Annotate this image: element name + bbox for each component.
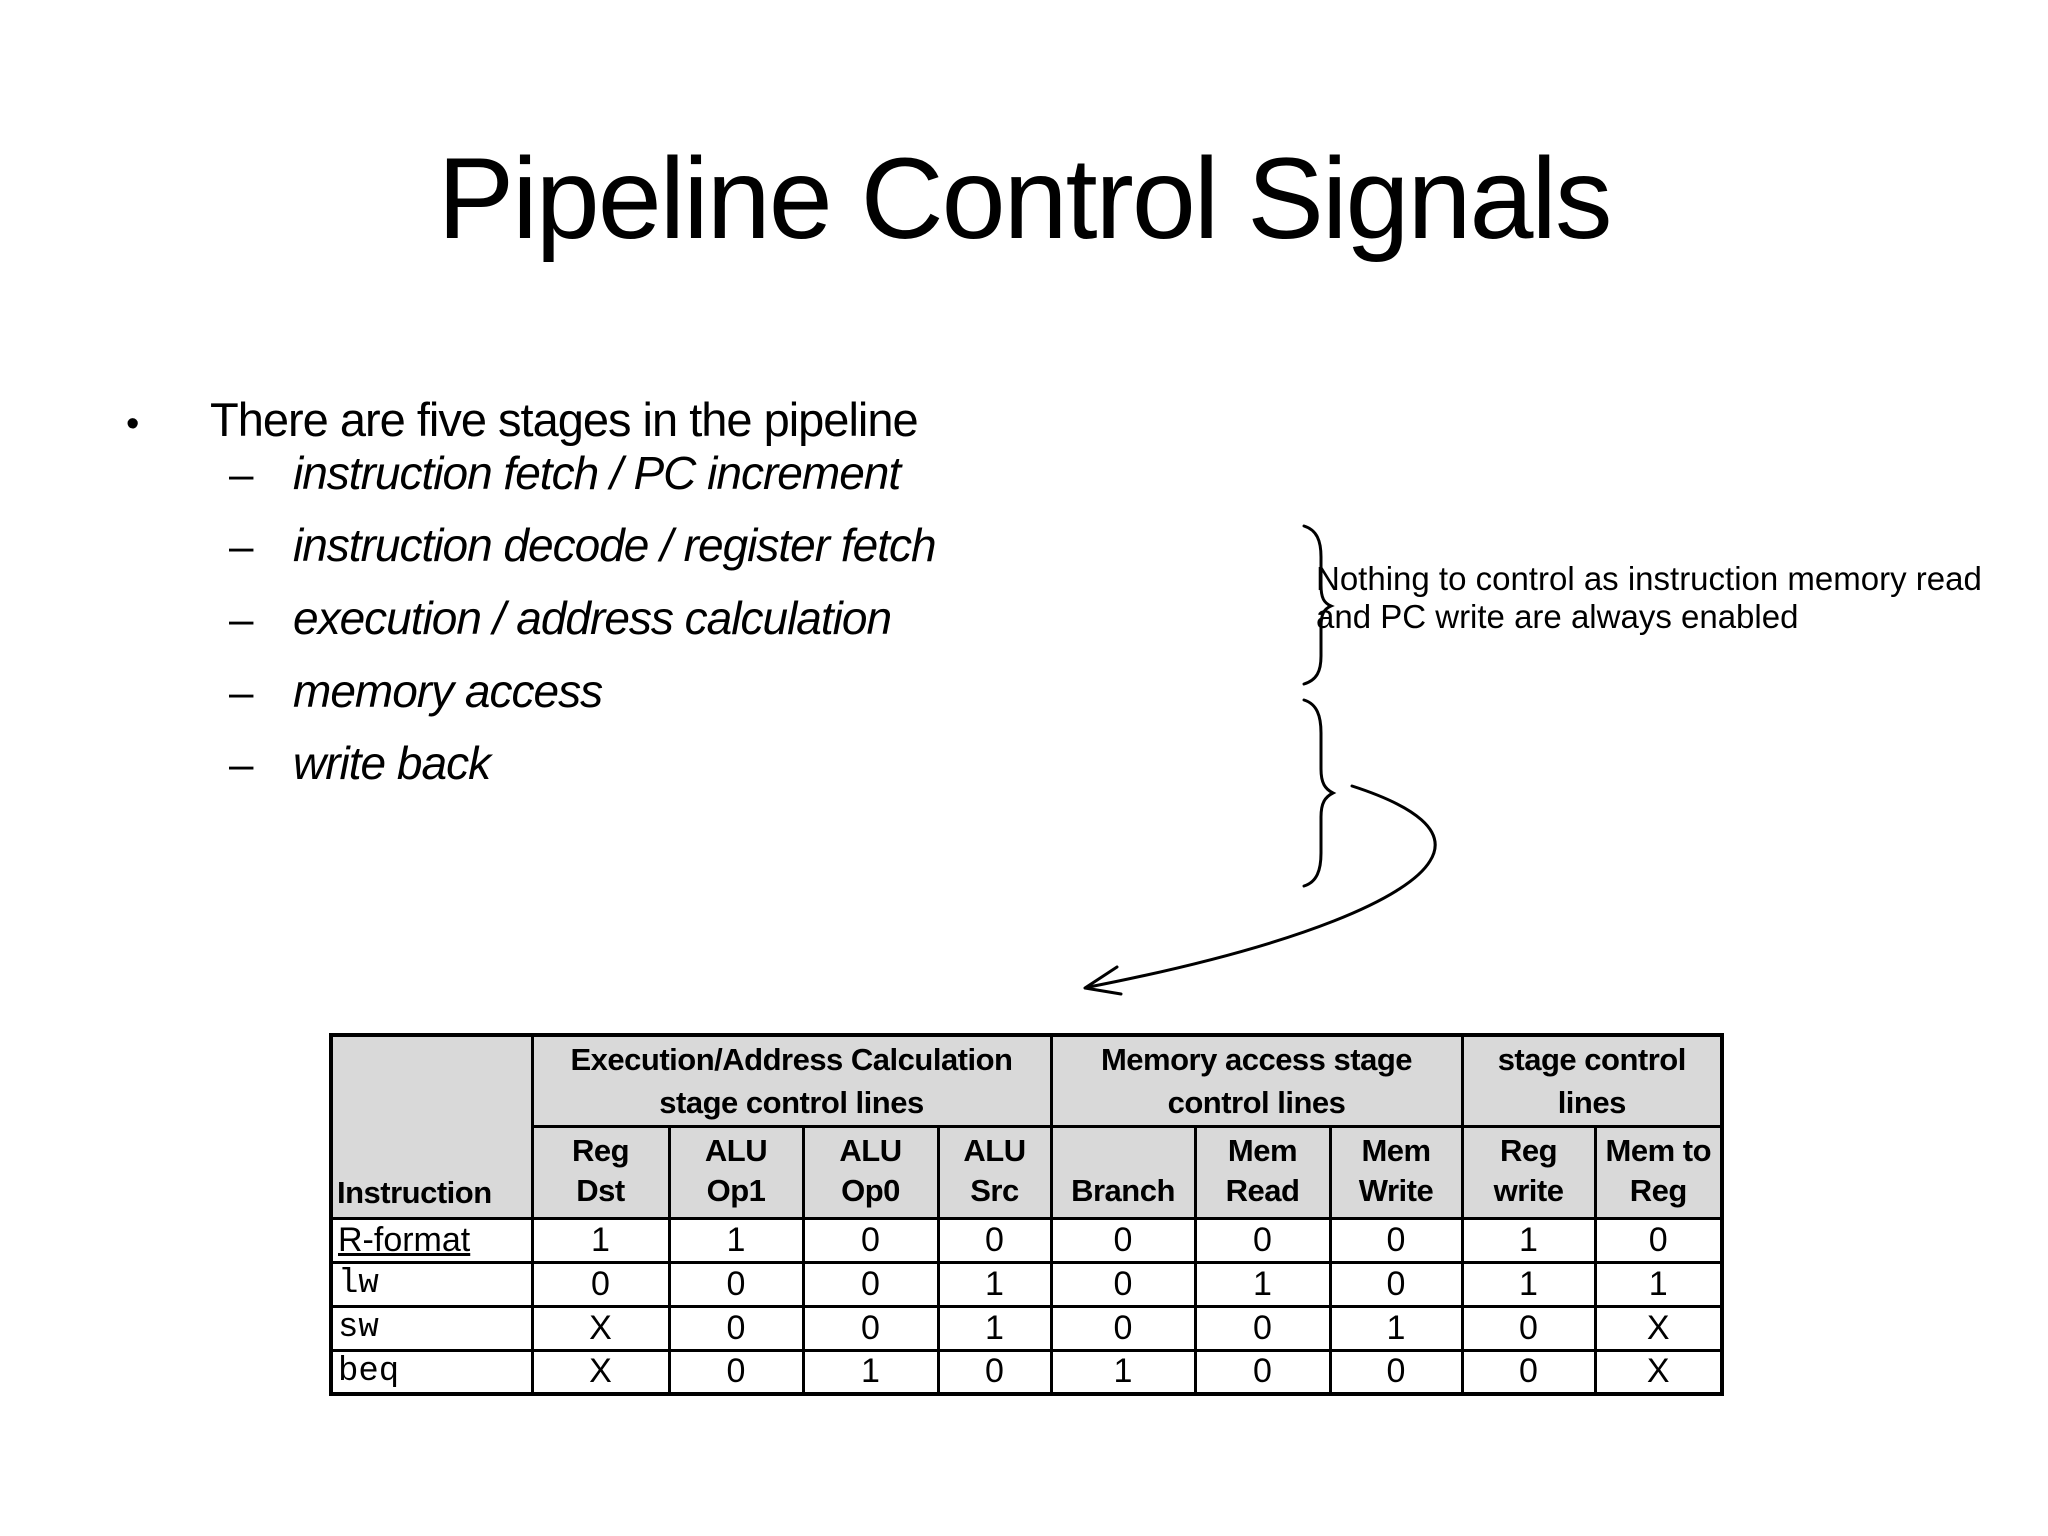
value-cell: 0 (1193, 1216, 1332, 1264)
table-row-rformat: R-format 1 1 0 0 0 0 0 1 0 (329, 1216, 1724, 1264)
stage-text: instruction fetch / PC increment (293, 447, 901, 499)
instruction-cell: sw (329, 1304, 534, 1352)
stage-item-decode: –instruction decode / register fetch (229, 519, 937, 572)
column-header-memtoreg: Mem to Reg (1593, 1124, 1724, 1220)
table-row-beq: beq X 0 1 0 1 0 0 0 X (329, 1348, 1724, 1396)
value-cell: 1 (1593, 1260, 1724, 1308)
value-cell: 1 (1460, 1260, 1597, 1308)
column-header-branch: Branch (1049, 1124, 1197, 1220)
column-header-regwrite: Reg write (1460, 1124, 1597, 1220)
value-cell: 0 (1049, 1260, 1197, 1308)
value-cell: 1 (1049, 1348, 1197, 1396)
value-cell: 1 (1328, 1304, 1464, 1352)
value-cell: 0 (801, 1216, 940, 1264)
group-header-execution: Execution/Address Calculation stage cont… (530, 1033, 1053, 1128)
value-cell: 0 (1460, 1348, 1597, 1396)
group-header-writeback: stage control lines (1460, 1033, 1724, 1128)
value-cell: 0 (1328, 1260, 1464, 1308)
dash-marker: – (229, 595, 253, 644)
value-cell: 0 (801, 1260, 940, 1308)
control-table: Instruction Execution/Address Calculatio… (329, 1033, 1725, 1396)
instruction-cell: R-format (329, 1216, 534, 1264)
bullet-item: • There are five stages in the pipeline (126, 393, 919, 449)
column-header-aluop0: ALU Op0 (801, 1124, 940, 1220)
stage-text: write back (293, 737, 491, 789)
value-cell: X (1593, 1304, 1724, 1352)
stage-item-fetch: –instruction fetch / PC increment (229, 447, 901, 500)
instruction-column-header: Instruction (329, 1033, 534, 1220)
value-cell: 0 (1328, 1348, 1464, 1396)
page-title: Pipeline Control Signals (437, 135, 1613, 263)
value-cell: X (530, 1348, 671, 1396)
table-row-lw: lw 0 0 0 1 0 1 0 1 1 (329, 1260, 1724, 1308)
value-cell: 0 (936, 1348, 1053, 1396)
column-header-memread: Mem Read (1193, 1124, 1332, 1220)
value-cell: 0 (1193, 1304, 1332, 1352)
stage-text: memory access (293, 665, 603, 717)
dash-marker: – (229, 740, 253, 789)
value-cell: 0 (1193, 1348, 1332, 1396)
value-cell: 0 (667, 1348, 805, 1396)
stage-text: instruction decode / register fetch (293, 519, 937, 571)
instruction-cell: lw (329, 1260, 534, 1308)
column-header-memwrite: Mem Write (1328, 1124, 1464, 1220)
value-cell: 0 (1593, 1216, 1724, 1264)
value-cell: 0 (530, 1260, 671, 1308)
annotation-arrow (1087, 784, 1437, 989)
stage-text: execution / address calculation (293, 592, 892, 644)
value-cell: 0 (1049, 1304, 1197, 1352)
value-cell: 1 (801, 1348, 940, 1396)
value-cell: 1 (667, 1216, 805, 1264)
value-cell: 0 (801, 1304, 940, 1352)
dash-marker: – (229, 668, 253, 717)
annotation-note: Nothing to control as instruction memory… (1316, 560, 1982, 635)
value-cell: 0 (936, 1216, 1053, 1264)
bullet-text: There are five stages in the pipeline (210, 393, 919, 446)
value-cell: 0 (1049, 1216, 1197, 1264)
value-cell: 0 (1460, 1304, 1597, 1352)
column-header-alusrc: ALU Src (936, 1124, 1053, 1220)
lower-brace (1302, 698, 1337, 888)
dash-marker: – (229, 522, 253, 571)
value-cell: 1 (530, 1216, 671, 1264)
value-cell: 1 (1460, 1216, 1597, 1264)
column-header-regdst: Reg Dst (530, 1124, 671, 1220)
table-row-sw: sw X 0 0 1 0 0 1 0 X (329, 1304, 1724, 1352)
stage-item-memory: –memory access (229, 665, 603, 718)
value-cell: 1 (1193, 1260, 1332, 1308)
arrowhead (1083, 965, 1123, 996)
value-cell: 0 (1328, 1216, 1464, 1264)
value-cell: 0 (667, 1304, 805, 1352)
column-header-aluop1: ALU Op1 (667, 1124, 805, 1220)
value-cell: 1 (936, 1304, 1053, 1352)
dash-marker: – (229, 450, 253, 499)
instruction-cell: beq (329, 1348, 534, 1396)
bullet-dot: • (126, 403, 139, 445)
stage-item-execute: –execution / address calculation (229, 592, 892, 645)
value-cell: 1 (936, 1260, 1053, 1308)
value-cell: X (530, 1304, 671, 1352)
value-cell: 0 (667, 1260, 805, 1308)
value-cell: X (1593, 1348, 1724, 1396)
stage-item-writeback: –write back (229, 737, 491, 790)
group-header-memory: Memory access stage control lines (1049, 1033, 1464, 1128)
